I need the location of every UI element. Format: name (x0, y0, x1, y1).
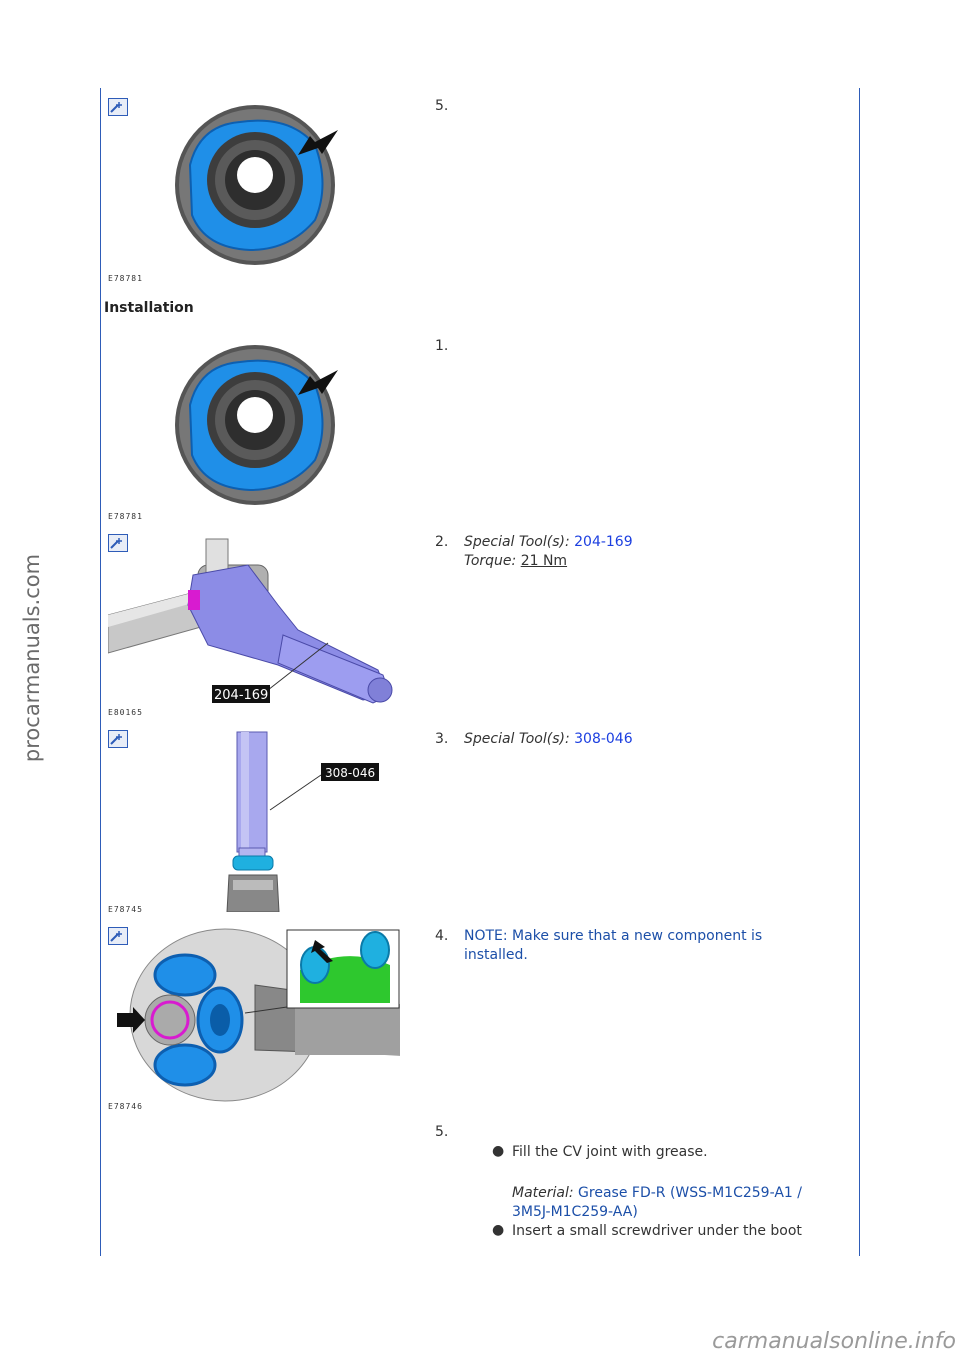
cv-joint-figure (117, 928, 400, 1102)
step-number: 4. (435, 928, 449, 944)
tool-label: Special Tool(s): (464, 731, 570, 747)
figure-caption: E78781 (108, 274, 143, 283)
step-text: Special Tool(s): 308-046 (464, 730, 633, 749)
material-link[interactable]: 3M5J-M1C259-AA) (512, 1204, 638, 1220)
tool-label: Special Tool(s): (464, 534, 570, 550)
step-number: 5. (435, 98, 449, 114)
note-text: NOTE: Make sure that a new component is … (464, 927, 762, 965)
zoom-icon[interactable] (108, 534, 128, 552)
left-border-line (100, 88, 101, 1256)
footer-watermark: carmanualsonline.info (712, 1329, 956, 1354)
material-link[interactable]: Grease FD-R (WSS-M1C259-A1 / (578, 1185, 802, 1201)
installer-tool-figure: 308-046 (226, 731, 379, 912)
torque-value[interactable]: 21 Nm (520, 553, 568, 569)
material-label: Material: (512, 1185, 574, 1201)
boot-figure (175, 105, 338, 265)
tool-callout: 204-169 (214, 688, 268, 703)
side-watermark: procarmanuals.com (20, 553, 44, 763)
right-border-line (859, 88, 860, 1256)
note-line: NOTE: Make sure that a new component is (464, 928, 763, 944)
tool-link[interactable]: 308-046 (574, 731, 633, 747)
tool-link[interactable]: 204-169 (574, 534, 633, 550)
material-text: Material: Grease FD-R (WSS-M1C259-A1 / 3… (512, 1184, 857, 1222)
step-number: 2. (435, 534, 449, 550)
step-text: Special Tool(s): 204-169 Torque: 21 Nm (464, 533, 633, 571)
figure-caption: E78746 (108, 1102, 143, 1111)
bullet-text: Fill the CV joint with grease. (512, 1144, 708, 1160)
zoom-icon[interactable] (108, 98, 128, 116)
figure-caption: E78745 (108, 905, 143, 914)
zoom-icon[interactable] (108, 927, 128, 945)
note-line: installed. (464, 947, 528, 963)
clamp-tool-figure: 204-169 (108, 538, 393, 704)
tool-callout: 308-046 (325, 766, 375, 780)
bullet-text: Insert a small screwdriver under the boo… (512, 1223, 802, 1239)
bullet-dot: ● (492, 1222, 505, 1238)
figure-caption: E80165 (108, 708, 143, 717)
step-number: 1. (435, 338, 449, 354)
bullet-dot: ● (492, 1143, 505, 1159)
section-title: Installation (104, 300, 194, 316)
boot-figure (175, 345, 338, 505)
figure-caption: E78781 (108, 512, 143, 521)
step-number: 3. (435, 731, 449, 747)
torque-label: Torque: (464, 553, 517, 569)
zoom-icon[interactable] (108, 730, 128, 748)
step-number: 5. (435, 1124, 449, 1140)
